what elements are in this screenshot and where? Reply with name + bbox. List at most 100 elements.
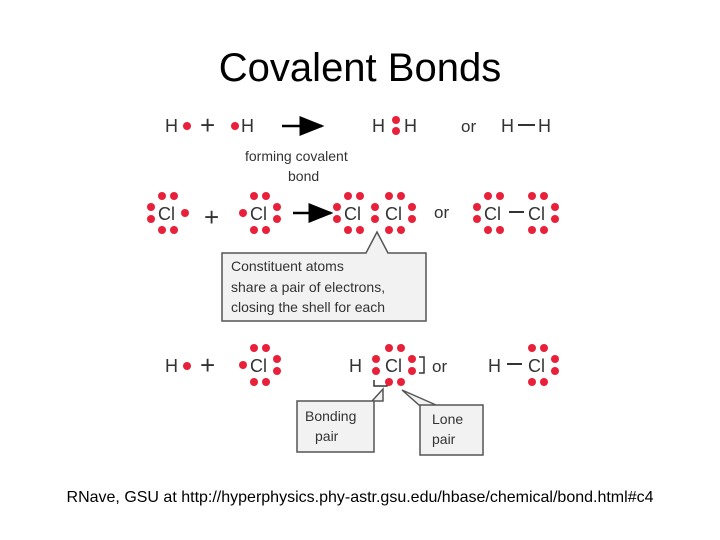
electron-dot bbox=[344, 226, 352, 234]
chlorine-atom: Cl bbox=[250, 356, 267, 376]
electron-dot bbox=[397, 226, 405, 234]
electron-dot bbox=[183, 122, 191, 130]
or-label: or bbox=[461, 117, 476, 136]
electron-dot bbox=[262, 378, 270, 386]
electron-dot bbox=[371, 203, 379, 211]
electron-dot bbox=[540, 378, 548, 386]
electron-dot bbox=[250, 226, 258, 234]
electron-dot bbox=[484, 192, 492, 200]
electron-dot bbox=[273, 215, 281, 223]
callout-lone-box bbox=[401, 389, 484, 456]
callout-main-line2: share a pair of electrons, bbox=[231, 279, 385, 295]
electron-dot bbox=[344, 192, 352, 200]
row-hydrogen: H + H H H or H H forming covalent bond bbox=[165, 110, 551, 184]
electron-dot bbox=[392, 127, 400, 135]
chlorine-atom: Cl bbox=[250, 204, 267, 224]
electron-dot bbox=[372, 355, 380, 363]
electron-dot bbox=[473, 203, 481, 211]
source-credit: RNave, GSU at http://hyperphysics.phy-as… bbox=[66, 489, 654, 506]
electron-dot bbox=[333, 215, 341, 223]
chlorine-atom: Cl bbox=[484, 204, 501, 224]
electron-dot bbox=[496, 192, 504, 200]
callout-main-box bbox=[221, 230, 427, 322]
electron-dot bbox=[397, 192, 405, 200]
callout-lone-line2: pair bbox=[432, 431, 456, 447]
chlorine-atom: Cl bbox=[158, 204, 175, 224]
callout-bonding-line1: Bonding bbox=[305, 408, 356, 424]
chlorine-atom: Cl bbox=[344, 204, 361, 224]
plus-sign: + bbox=[204, 202, 219, 232]
electron-dot bbox=[262, 344, 270, 352]
electron-dot bbox=[231, 122, 239, 130]
slide-title: Covalent Bonds bbox=[218, 46, 502, 90]
row1-caption-line1: forming covalent bbox=[245, 148, 348, 164]
electron-dot bbox=[408, 355, 416, 363]
hydrogen-atom: H bbox=[501, 116, 514, 136]
electron-dot bbox=[239, 361, 247, 369]
electron-dot bbox=[385, 192, 393, 200]
electron-dot bbox=[528, 226, 536, 234]
electron-dot bbox=[371, 215, 379, 223]
electron-dot bbox=[385, 226, 393, 234]
electron-dot bbox=[262, 192, 270, 200]
electron-dot bbox=[273, 355, 281, 363]
electron-dot bbox=[473, 215, 481, 223]
covalent-bond-diagram: H + H H H or H H forming covalent bond C… bbox=[147, 110, 559, 456]
electron-dot bbox=[551, 355, 559, 363]
callout-main-line3: closing the shell for each bbox=[231, 299, 385, 315]
or-label: or bbox=[434, 203, 449, 222]
electron-dot bbox=[385, 344, 393, 352]
electron-dot bbox=[250, 192, 258, 200]
electron-dot bbox=[397, 344, 405, 352]
electron-dot bbox=[528, 378, 536, 386]
chlorine-atom: Cl bbox=[385, 356, 402, 376]
callout-bonding-box bbox=[296, 387, 384, 453]
electron-dot bbox=[540, 344, 548, 352]
electron-dot bbox=[250, 344, 258, 352]
electron-dot bbox=[408, 203, 416, 211]
electron-dot bbox=[147, 215, 155, 223]
hydrogen-atom: H bbox=[165, 356, 178, 376]
hydrogen-atom: H bbox=[538, 116, 551, 136]
callout-bonding-pair: Bonding pair bbox=[296, 387, 384, 453]
plus-sign: + bbox=[200, 110, 215, 140]
electron-dot bbox=[147, 203, 155, 211]
electron-dot bbox=[356, 226, 364, 234]
electron-dot bbox=[170, 226, 178, 234]
electron-dot bbox=[392, 116, 400, 124]
electron-dot bbox=[273, 367, 281, 375]
electron-dot bbox=[158, 192, 166, 200]
row1-caption-line2: bond bbox=[288, 168, 319, 184]
electron-dot bbox=[262, 226, 270, 234]
bonding-pair-bracket bbox=[373, 380, 388, 387]
electron-dot bbox=[496, 226, 504, 234]
electron-dot bbox=[528, 192, 536, 200]
electron-dot bbox=[158, 226, 166, 234]
electron-dot bbox=[181, 209, 189, 217]
electron-dot bbox=[408, 215, 416, 223]
or-label: or bbox=[432, 357, 447, 376]
chlorine-electron-dots bbox=[147, 192, 559, 386]
electron-dot bbox=[397, 378, 405, 386]
electron-dot bbox=[356, 192, 364, 200]
electron-dot bbox=[551, 367, 559, 375]
electron-dot bbox=[385, 378, 393, 386]
electron-dot bbox=[540, 226, 548, 234]
electron-dot bbox=[551, 215, 559, 223]
hydrogen-atom: H bbox=[165, 116, 178, 136]
callout-lone-pair: Lone pair bbox=[401, 389, 484, 456]
electron-dot bbox=[239, 209, 247, 217]
electron-dot bbox=[551, 203, 559, 211]
chlorine-atom: Cl bbox=[528, 356, 545, 376]
hydrogen-atom: H bbox=[349, 356, 362, 376]
chlorine-atom: Cl bbox=[385, 204, 402, 224]
row-chlorine: Cl + Cl Cl Cl or Cl Cl bbox=[158, 202, 545, 232]
electron-dot bbox=[273, 203, 281, 211]
chlorine-atom: Cl bbox=[528, 204, 545, 224]
lone-pair-bracket bbox=[419, 356, 425, 374]
callout-bonding-line2: pair bbox=[315, 428, 339, 444]
hydrogen-atom: H bbox=[241, 116, 254, 136]
electron-dot bbox=[528, 344, 536, 352]
row-hydrogen-chloride: H + Cl H Cl or H Cl bbox=[165, 350, 545, 387]
electron-dot bbox=[183, 362, 191, 370]
